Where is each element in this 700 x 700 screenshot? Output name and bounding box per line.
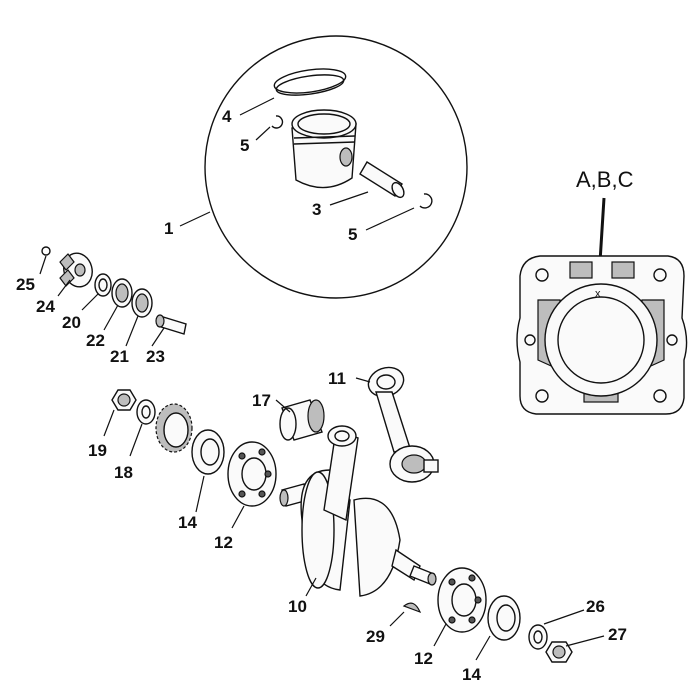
callout-19: 19: [88, 441, 107, 460]
cylinder-base-view: A,B,C x: [516, 167, 688, 415]
callout-4: 4: [222, 107, 232, 126]
callout-14-right: 14: [462, 665, 481, 684]
piston-pin: [359, 161, 405, 199]
callout-17: 17: [252, 391, 271, 410]
callout-3: 3: [312, 200, 321, 219]
piston-detail-circle: [204, 35, 468, 299]
seal-left: [191, 429, 225, 475]
callout-26: 26: [586, 597, 605, 616]
circlip-upper: [271, 115, 284, 129]
callout-20: 20: [62, 313, 81, 332]
seal-right: [487, 595, 521, 641]
callout-25: 25: [16, 275, 35, 294]
piston-ring: [273, 68, 347, 94]
callout-24: 24: [36, 297, 55, 316]
connecting-rod: [367, 366, 439, 483]
callout-1: 1: [164, 219, 173, 238]
left-crank-parts: 19 18 14 12: [88, 389, 277, 552]
callout-21: 21: [110, 347, 129, 366]
needle-bearing: [279, 399, 325, 441]
callout-18: 18: [114, 463, 133, 482]
piston-detail-group: 4 5 3 5 1: [164, 35, 468, 299]
gear: [155, 403, 193, 453]
callout-12-right: 12: [414, 649, 433, 668]
crankshaft-assembly: 17 11 10 29: [252, 366, 439, 646]
right-crank-parts: 12 14 26 27: [414, 567, 627, 684]
callout-5-upper: 5: [240, 136, 249, 155]
callout-10: 10: [288, 597, 307, 616]
callout-14-left: 14: [178, 513, 197, 532]
crankshaft: [279, 425, 437, 597]
cylinder-title: A,B,C: [576, 167, 634, 192]
callout-27: 27: [608, 625, 627, 644]
callout-22: 22: [86, 331, 105, 350]
circlip-lower: [419, 193, 433, 209]
callout-11: 11: [328, 369, 346, 388]
callout-5-lower: 5: [348, 225, 357, 244]
cylinder-marker-x: x: [595, 288, 601, 300]
callout-12-left: 12: [214, 533, 233, 552]
left-shaft-parts: 25 24 20 22 21 23: [16, 246, 187, 366]
woodruff-key: [402, 602, 422, 614]
piston: [291, 109, 357, 189]
callout-23: 23: [146, 347, 165, 366]
callout-29: 29: [366, 627, 385, 646]
